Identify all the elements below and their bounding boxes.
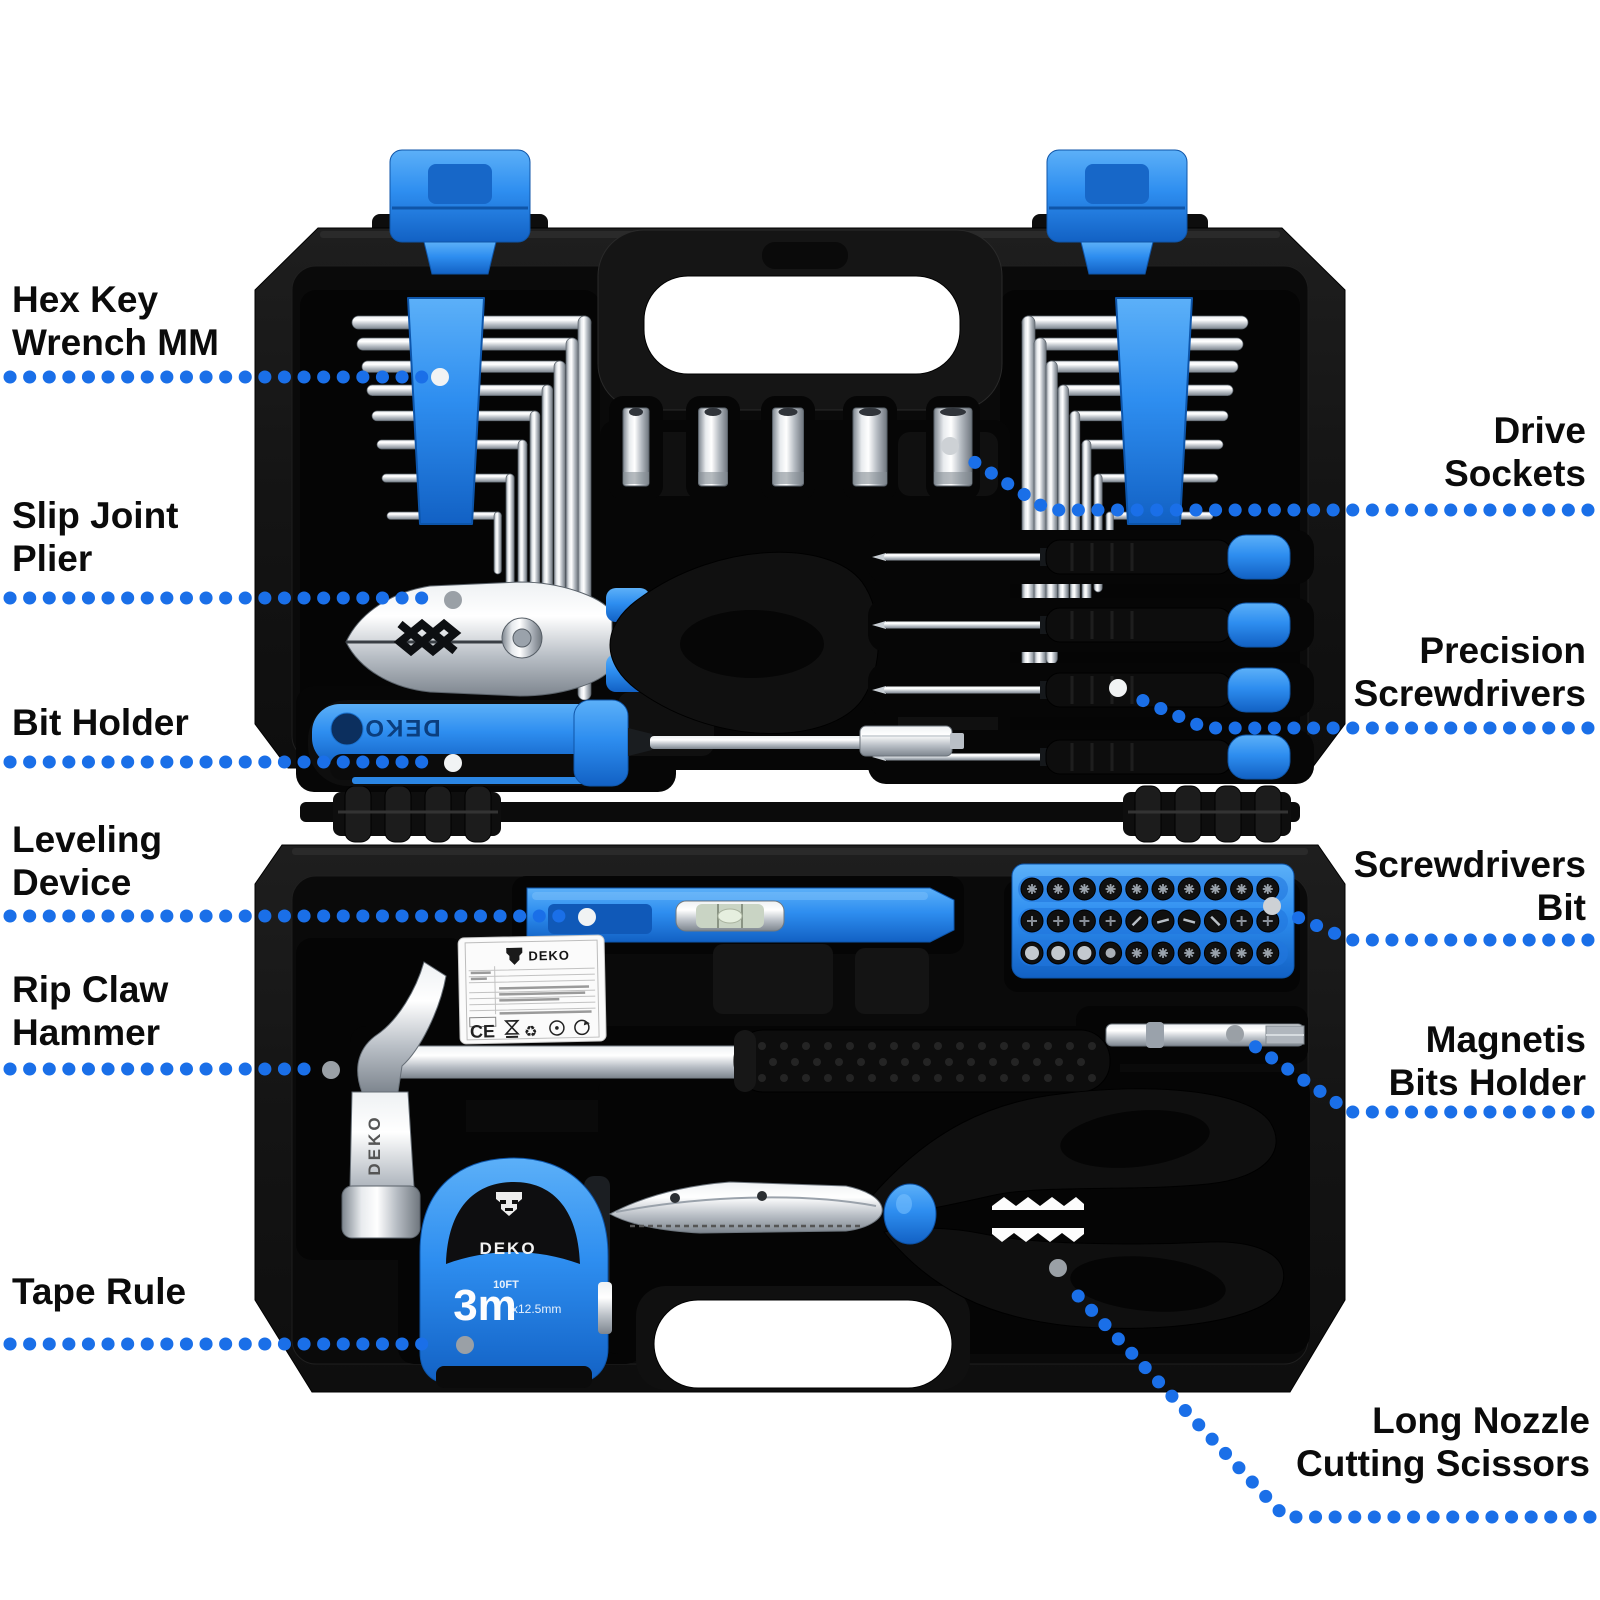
arrow-circle-icon [574,1019,590,1036]
precision-screwdrivers [868,530,1314,784]
hammer-grip-texture [758,1042,1096,1082]
ec-rep-box [469,1016,497,1028]
base-handle-cutout [653,1299,953,1389]
latch-left [389,149,531,275]
callout-long-nozzle-scissors: Long Nozzle Cutting Scissors [1296,1399,1590,1485]
callout-line: Long Nozzle [1372,1400,1590,1441]
tape-black-band [446,1182,580,1264]
magnetic-bits-holder [1105,1022,1305,1048]
callout-line: Leveling [12,819,163,860]
deko-logo-icon [506,947,523,965]
callout-line: Cutting Scissors [1296,1443,1590,1484]
hex-holder-right [1115,297,1193,525]
base-island [713,944,833,1014]
callout-line: Plier [12,538,93,579]
leveling-device [526,887,955,943]
scissors-gripper [992,1197,1084,1210]
callout-slip-joint-plier: Slip Joint Plier [12,494,179,580]
callout-line: Precision [1419,630,1586,671]
tape-rule: DEKO 10FT 3m x12.5mm [419,1157,612,1388]
callout-rip-claw-hammer: Rip Claw Hammer [12,968,168,1054]
card-fine-print [470,971,592,1015]
screwdriver-brand-text: DEKO [363,714,440,741]
callout-line: Magnetis [1425,1019,1586,1060]
callout-line: Bit [1536,887,1586,928]
card-table-lines [468,966,596,1015]
callout-line: Device [12,862,132,903]
tape-m-text: 3m [453,1281,517,1330]
info-card: DEKO CE ♻ [457,934,607,1045]
callout-leveling-device: Leveling Device [12,818,162,904]
long-nozzle-scissors [608,1088,1285,1329]
callout-tape-rule: Tape Rule [12,1270,186,1313]
callout-line: Rip Claw [12,969,169,1010]
callout-line: Screwdrivers [1353,844,1586,885]
callout-line: Screwdrivers [1353,673,1586,714]
card-brand-text: DEKO [528,948,570,964]
callout-screwdrivers-bit: Screwdrivers Bit [1354,843,1586,929]
callout-precision-screwdrivers: Precision Screwdrivers [1354,629,1586,715]
recycle-icon: ♻ [524,1023,538,1040]
scissors-gripper [992,1228,1084,1242]
callout-line: Wrench MM [12,322,219,363]
tape-brand-text: DEKO [479,1239,536,1258]
hammer-grip [733,1029,1111,1093]
drive-sockets [609,396,980,500]
tape-logo-icon [496,1192,522,1216]
scissors-pivot [883,1183,937,1245]
tape-ft-text: 10FT [493,1279,519,1291]
hammer-face [341,1185,421,1239]
callout-drive-sockets: Drive Sockets [1444,409,1586,495]
tape-clip [598,1282,612,1334]
card-symbols: ♻ [503,1019,590,1041]
slip-joint-plier [345,551,879,734]
callout-line: Bits Holder [1388,1062,1586,1103]
leader-lines [3,368,1597,1524]
callout-hex-key-wrench: Hex Key Wrench MM [12,278,219,364]
ce-mark: CE [470,1021,495,1042]
callout-line: Drive [1493,410,1586,451]
base-island [855,948,929,1014]
base-edge-highlight [292,848,1308,855]
callout-line: Slip Joint [12,495,179,536]
screwdriver-bits-tray [1011,863,1295,979]
hammer-claw [357,961,447,1093]
callout-line: Sockets [1444,453,1586,494]
callout-line: Bit Holder [12,702,189,743]
hammer-shaft [365,1045,741,1079]
hourglass-icon [503,1019,520,1035]
hammer-brand-text: DEKO [365,1114,384,1175]
tape-width-text: x12.5mm [512,1302,561,1316]
latch-right [1046,149,1188,275]
hex-holder-left [407,297,485,525]
bit-holder-screwdriver: DEKO [308,699,964,787]
callout-magnetic-bits-holder: Magnetis Bits Holder [1389,1018,1586,1104]
callout-line: Tape Rule [12,1271,187,1312]
hinges [300,785,1300,843]
plier-teeth [393,618,462,657]
round-icon [549,1020,565,1036]
callout-bit-holder: Bit Holder [12,701,189,744]
callout-line: Hex Key [12,279,159,320]
callout-line: Hammer [12,1012,161,1053]
case-handle [597,229,1003,411]
